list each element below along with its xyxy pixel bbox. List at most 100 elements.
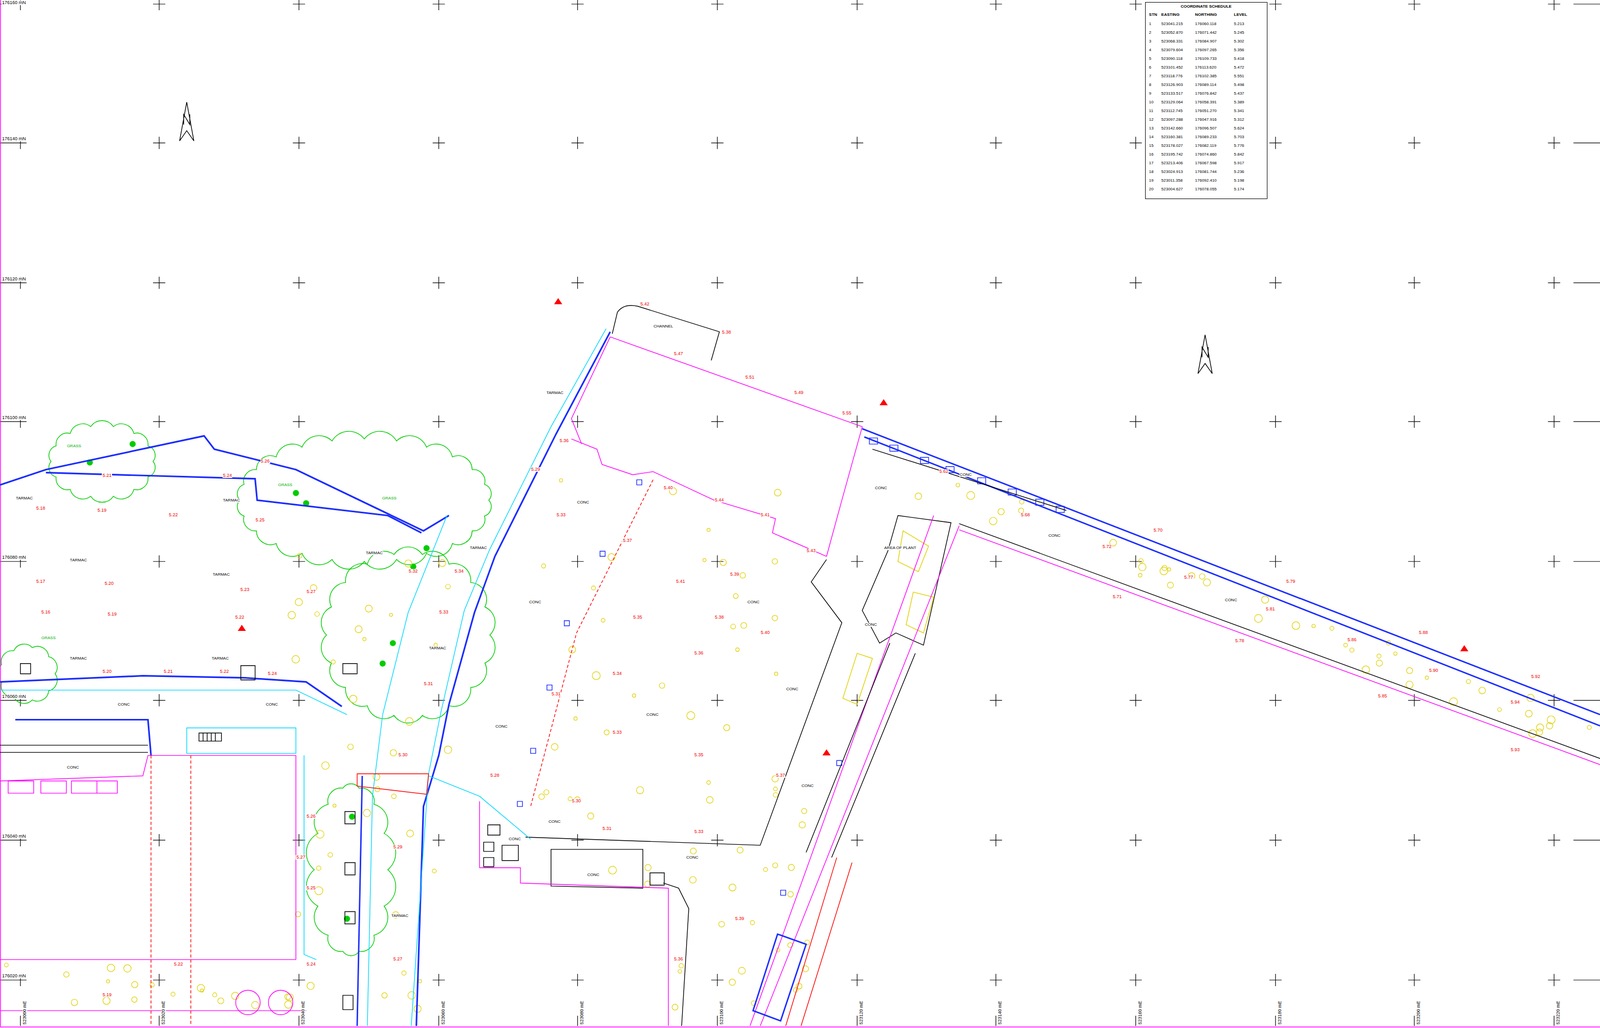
feature-symbol bbox=[636, 786, 644, 794]
spot-height: 5.85 bbox=[1377, 693, 1388, 699]
spot-height: 5.19 bbox=[101, 992, 113, 998]
feature-symbol bbox=[568, 646, 576, 653]
spot-height: 5.41 bbox=[760, 512, 771, 518]
table-cell: 176051.270 bbox=[1194, 108, 1218, 114]
table-cell: 6 bbox=[1148, 65, 1152, 70]
feature-symbol bbox=[740, 622, 747, 629]
table-cell: 523097.288 bbox=[1160, 117, 1184, 122]
table-cell: 176102.385 bbox=[1194, 74, 1218, 79]
spot-height: 5.39 bbox=[734, 916, 745, 922]
spot-height: 5.35 bbox=[632, 615, 643, 620]
parking-bays bbox=[869, 437, 1065, 513]
feature-symbol bbox=[989, 517, 998, 525]
feature-symbol bbox=[4, 962, 9, 968]
spot-height: 5.41 bbox=[675, 579, 686, 584]
easting-label: 523220 mE bbox=[1555, 1000, 1561, 1025]
feature-symbol bbox=[551, 743, 559, 751]
spot-height: 5.72 bbox=[1102, 544, 1113, 550]
feature-symbol bbox=[735, 647, 740, 652]
tree-trunk bbox=[129, 441, 136, 448]
table-cell: 5.418 bbox=[1233, 56, 1245, 61]
spot-height: 5.34 bbox=[453, 568, 465, 574]
table-cell: 5 bbox=[1148, 56, 1152, 61]
easting-label: 523080 mE bbox=[579, 1000, 585, 1025]
table-cell: 8 bbox=[1148, 82, 1152, 87]
table-cell: 5.842 bbox=[1233, 152, 1245, 157]
tree-canopy bbox=[237, 431, 492, 569]
table-cell: 5.624 bbox=[1233, 126, 1245, 131]
table-cell: 176078.055 bbox=[1194, 187, 1218, 192]
surface-label: CONC bbox=[785, 687, 800, 692]
spot-height: 5.35 bbox=[693, 752, 705, 758]
table-cell: 176081.744 bbox=[1194, 169, 1218, 174]
table-cell: 5.213 bbox=[1233, 22, 1245, 27]
feature-symbol bbox=[730, 624, 736, 629]
feature-symbol bbox=[445, 584, 451, 589]
feature-symbol bbox=[703, 558, 707, 562]
spot-height: 5.30 bbox=[398, 752, 409, 758]
feature-symbol bbox=[601, 618, 605, 623]
feature-symbol bbox=[1393, 651, 1398, 656]
tree-trunk bbox=[292, 490, 299, 497]
footpath-edge bbox=[367, 515, 448, 1026]
feature-symbol bbox=[217, 997, 225, 1004]
table-cell: 17 bbox=[1148, 161, 1155, 166]
surface-label: CONC bbox=[1047, 533, 1062, 538]
feature-symbol bbox=[1425, 675, 1429, 679]
spot-height: 5.33 bbox=[693, 829, 705, 835]
spot-height: 5.24 bbox=[267, 671, 278, 676]
feature-symbol bbox=[604, 729, 610, 735]
feature-symbol bbox=[131, 996, 138, 1003]
feature-symbol bbox=[799, 821, 806, 828]
surface-label: GRASS bbox=[277, 483, 293, 488]
table-cell: 4 bbox=[1148, 48, 1152, 53]
feature-symbol bbox=[1159, 566, 1168, 575]
table-cell: 523068.331 bbox=[1160, 39, 1184, 44]
northing-label: 176060 mN bbox=[1, 694, 27, 699]
spot-height: 5.26 bbox=[260, 458, 271, 464]
table-header: LEVEL bbox=[1233, 12, 1248, 17]
wall-line bbox=[872, 449, 1067, 511]
easting-label: 523100 mE bbox=[719, 1000, 725, 1025]
boundary-line bbox=[750, 515, 960, 1026]
feature-symbol bbox=[787, 864, 795, 871]
table-cell: 523112.745 bbox=[1160, 108, 1184, 114]
table-cell: 523090.118 bbox=[1160, 56, 1184, 61]
table-cell: 523129.064 bbox=[1160, 100, 1184, 105]
feature-symbol bbox=[644, 864, 651, 871]
surface-label: TARMAC bbox=[222, 498, 241, 503]
dashed-line bbox=[150, 755, 191, 1026]
feature-symbol bbox=[418, 979, 422, 983]
spot-height: 5.40 bbox=[760, 630, 771, 635]
table-cell: 16 bbox=[1148, 152, 1155, 157]
spot-height: 5.90 bbox=[1428, 668, 1439, 673]
feature-symbol bbox=[1376, 660, 1383, 667]
northing-label: 176020 mN bbox=[1, 973, 27, 979]
spot-height: 5.20 bbox=[101, 669, 113, 674]
table-cell: 5.312 bbox=[1233, 117, 1245, 122]
table-cell: 176074.860 bbox=[1194, 152, 1218, 157]
table-cell: 523079.604 bbox=[1160, 48, 1184, 53]
road-kerb bbox=[357, 775, 363, 1026]
feature-symbol bbox=[439, 559, 447, 567]
boundary-line bbox=[479, 801, 669, 1026]
surface-label: AREA OF PLANT bbox=[883, 545, 917, 551]
surface-label: CONC bbox=[576, 500, 590, 505]
north-arrow bbox=[179, 102, 194, 142]
table-cell: 176097.265 bbox=[1194, 48, 1218, 53]
feature-symbol bbox=[587, 813, 594, 820]
feature-symbol bbox=[592, 671, 601, 681]
feature-symbol bbox=[718, 921, 725, 928]
table-cell: 7 bbox=[1148, 74, 1152, 79]
feature-symbol bbox=[106, 979, 110, 983]
spot-height: 5.77 bbox=[1183, 575, 1194, 580]
table-title: COORDINATE SCHEDULE bbox=[1145, 2, 1267, 9]
table-cell: 176089.114 bbox=[1194, 82, 1218, 87]
feature-symbol bbox=[772, 862, 778, 868]
feature-symbol bbox=[1343, 643, 1348, 647]
feature-symbol bbox=[170, 992, 175, 997]
spot-height: 5.36 bbox=[559, 438, 570, 444]
surface-label: CHANNEL bbox=[652, 324, 674, 329]
table-cell: 5.498 bbox=[1233, 82, 1245, 87]
